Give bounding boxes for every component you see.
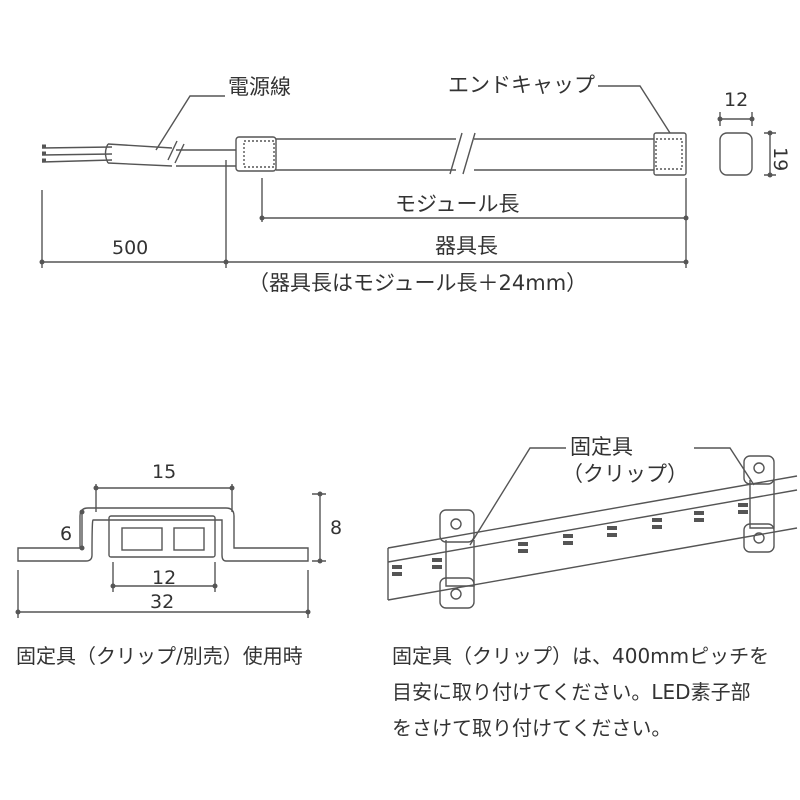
endcap-height-dim: 19 — [769, 147, 791, 171]
installed-strip — [387, 475, 798, 601]
clip-inner-height-dim: 6 — [60, 523, 72, 545]
clip-width-dim: 15 — [152, 461, 176, 483]
endcap-width-dim: 12 — [724, 89, 748, 111]
leader-power-cable — [155, 95, 225, 151]
label-clip-line2: （クリップ） — [562, 462, 688, 486]
power-cable — [41, 140, 236, 167]
clip-right — [743, 455, 775, 553]
label-fixture-length: 器具長 — [435, 234, 498, 258]
clip-caption: 固定具（クリップ/別売）使用時 — [16, 644, 303, 668]
install-note: 固定具（クリップ）は、400mmピッチを 目安に取り付けてください。LED素子部… — [392, 638, 769, 746]
dim-cable-length: 500 — [112, 237, 148, 259]
dimension-lines-top — [41, 160, 687, 268]
clip-left — [439, 509, 475, 609]
led-elements — [392, 503, 748, 576]
label-clip-line1: 固定具 — [570, 435, 633, 459]
clip-height-dim: 8 — [330, 517, 342, 539]
leader-clip — [469, 447, 566, 546]
note-fixture-length: （器具長はモジュール長＋24mm） — [248, 271, 587, 295]
install-note-line: 固定具（クリップ）は、400mmピッチを — [392, 644, 770, 668]
end-cap-section — [719, 112, 776, 176]
strip-body — [235, 132, 687, 176]
label-end-cap: エンドキャップ — [448, 73, 595, 97]
leader-clip-right — [694, 447, 755, 486]
label-power-cable: 電源線 — [228, 75, 291, 99]
install-note-line: をさけて取り付けてください。 — [392, 716, 672, 740]
install-note-line: 目安に取り付けてください。LED素子部 — [392, 680, 751, 704]
clip-cross-section — [17, 507, 309, 562]
dimension-ticks — [15, 116, 773, 615]
label-module-length: モジュール長 — [395, 192, 520, 216]
clip-total-width-dim: 32 — [150, 591, 174, 613]
clip-inner-width-dim: 12 — [152, 567, 176, 589]
leader-end-cap — [598, 85, 671, 134]
